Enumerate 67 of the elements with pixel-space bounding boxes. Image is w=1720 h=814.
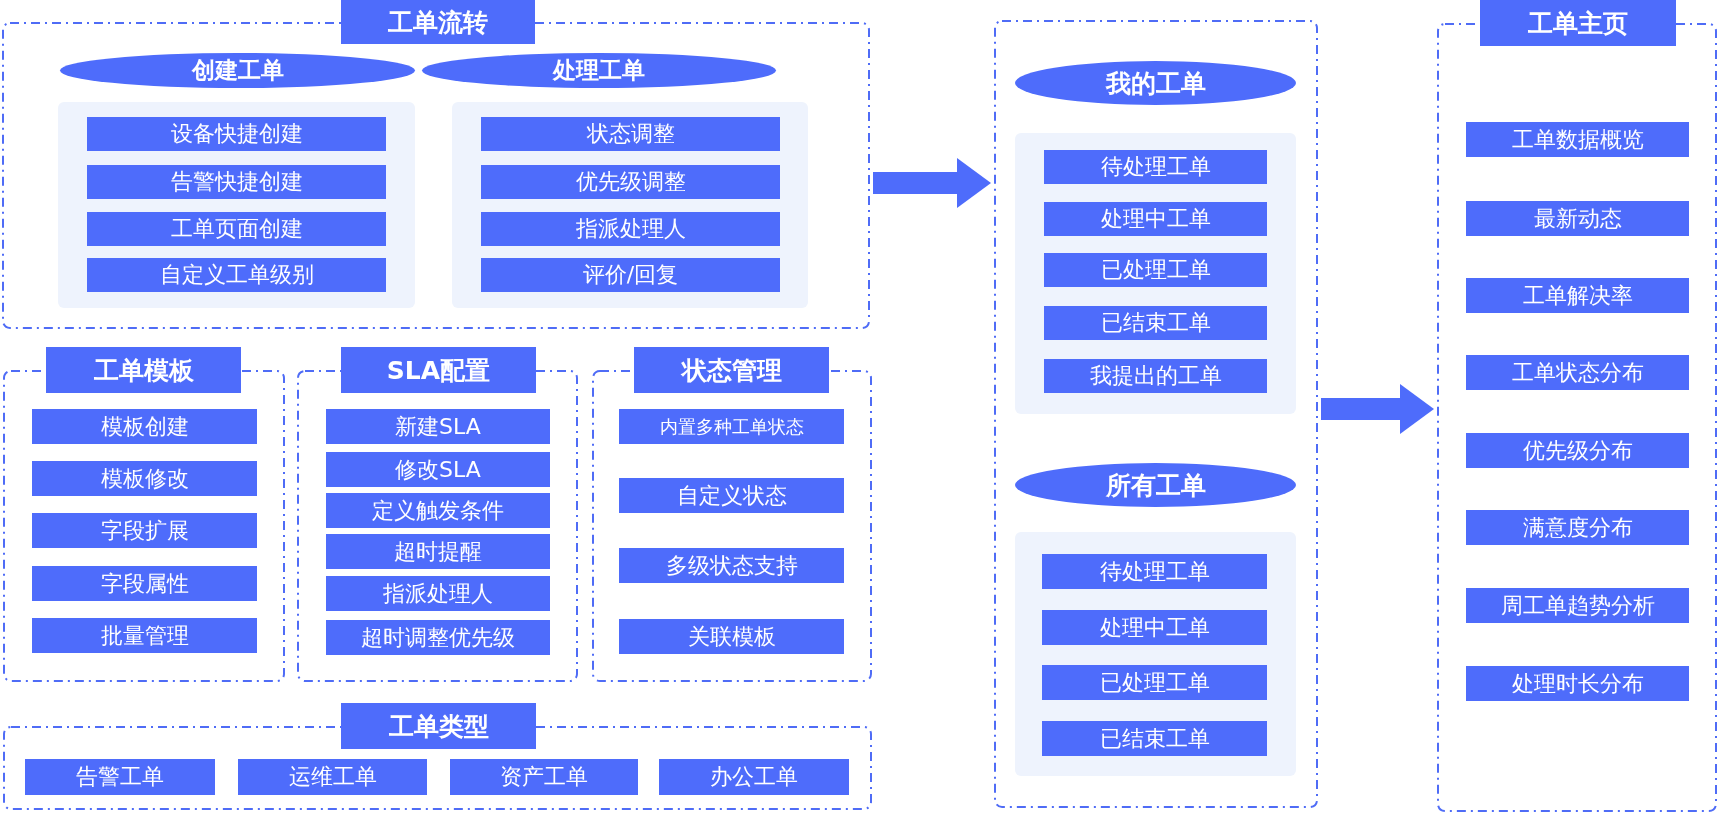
feature-item: 已结束工单 <box>1042 721 1267 756</box>
feature-item: 处理时长分布 <box>1466 666 1689 701</box>
feature-item: 新建SLA <box>326 409 550 444</box>
group-panel <box>452 102 808 308</box>
category-ellipse: 创建工单 <box>60 53 415 88</box>
feature-item: 待处理工单 <box>1042 554 1267 589</box>
feature-item: 字段扩展 <box>32 513 257 548</box>
feature-item: 定义触发条件 <box>326 493 550 528</box>
feature-item: 评价/回复 <box>481 258 780 292</box>
feature-item: 周工单趋势分析 <box>1466 588 1689 623</box>
feature-item: 超时提醒 <box>326 534 550 569</box>
dashed-panel <box>2 0 870 329</box>
category-ellipse: 处理工单 <box>422 53 776 88</box>
feature-item: 多级状态支持 <box>619 548 844 583</box>
feature-item: 待处理工单 <box>1044 150 1267 184</box>
feature-item: 已结束工单 <box>1044 306 1267 340</box>
block-arrow <box>1321 384 1434 434</box>
feature-item: 工单数据概览 <box>1466 122 1689 157</box>
feature-item: 已处理工单 <box>1044 253 1267 287</box>
feature-item: 处理中工单 <box>1044 202 1267 236</box>
feature-item: 处理中工单 <box>1042 610 1267 645</box>
feature-item: 满意度分布 <box>1466 510 1689 545</box>
dashed-panel <box>3 703 872 810</box>
feature-item: 字段属性 <box>32 566 257 601</box>
dashed-panel <box>297 347 578 682</box>
feature-item: 状态调整 <box>481 117 780 151</box>
feature-item: 自定义状态 <box>619 478 844 513</box>
feature-item: 告警工单 <box>25 759 215 795</box>
feature-item: 工单状态分布 <box>1466 355 1689 390</box>
feature-item: 内置多种工单状态 <box>619 409 844 444</box>
feature-item: 工单解决率 <box>1466 278 1689 313</box>
panel-title: 工单流转 <box>341 0 535 44</box>
feature-item: 批量管理 <box>32 618 257 653</box>
feature-item: 工单页面创建 <box>87 212 386 246</box>
feature-item: 自定义工单级别 <box>87 258 386 292</box>
dashed-panel <box>3 347 285 682</box>
feature-item: 修改SLA <box>326 452 550 487</box>
dashed-panel <box>1437 0 1717 812</box>
feature-item: 办公工单 <box>659 759 849 795</box>
feature-item: 关联模板 <box>619 619 844 654</box>
panel-title: 工单模板 <box>46 347 241 393</box>
feature-item: 告警快捷创建 <box>87 165 386 199</box>
feature-item: 超时调整优先级 <box>326 620 550 655</box>
feature-item: 资产工单 <box>450 759 638 795</box>
feature-item: 已处理工单 <box>1042 665 1267 700</box>
feature-item: 最新动态 <box>1466 201 1689 236</box>
feature-item: 指派处理人 <box>481 212 780 246</box>
panel-title: 状态管理 <box>634 347 829 393</box>
feature-item: 模板创建 <box>32 409 257 444</box>
category-ellipse: 我的工单 <box>1015 61 1296 105</box>
group-panel <box>1015 133 1296 414</box>
block-arrow <box>873 158 991 208</box>
feature-item: 运维工单 <box>238 759 427 795</box>
dashed-panel <box>592 347 872 682</box>
group-panel <box>58 102 415 308</box>
feature-item: 模板修改 <box>32 461 257 496</box>
feature-item: 设备快捷创建 <box>87 117 386 151</box>
feature-item: 优先级分布 <box>1466 433 1689 468</box>
category-ellipse: 所有工单 <box>1015 463 1296 507</box>
panel-title: 工单类型 <box>341 703 536 749</box>
panel-title: SLA配置 <box>341 347 536 393</box>
feature-item: 优先级调整 <box>481 165 780 199</box>
panel-title: 工单主页 <box>1480 0 1676 46</box>
group-panel <box>1015 532 1296 776</box>
feature-item: 我提出的工单 <box>1044 359 1267 393</box>
dashed-panel <box>994 20 1318 808</box>
feature-item: 指派处理人 <box>326 576 550 611</box>
